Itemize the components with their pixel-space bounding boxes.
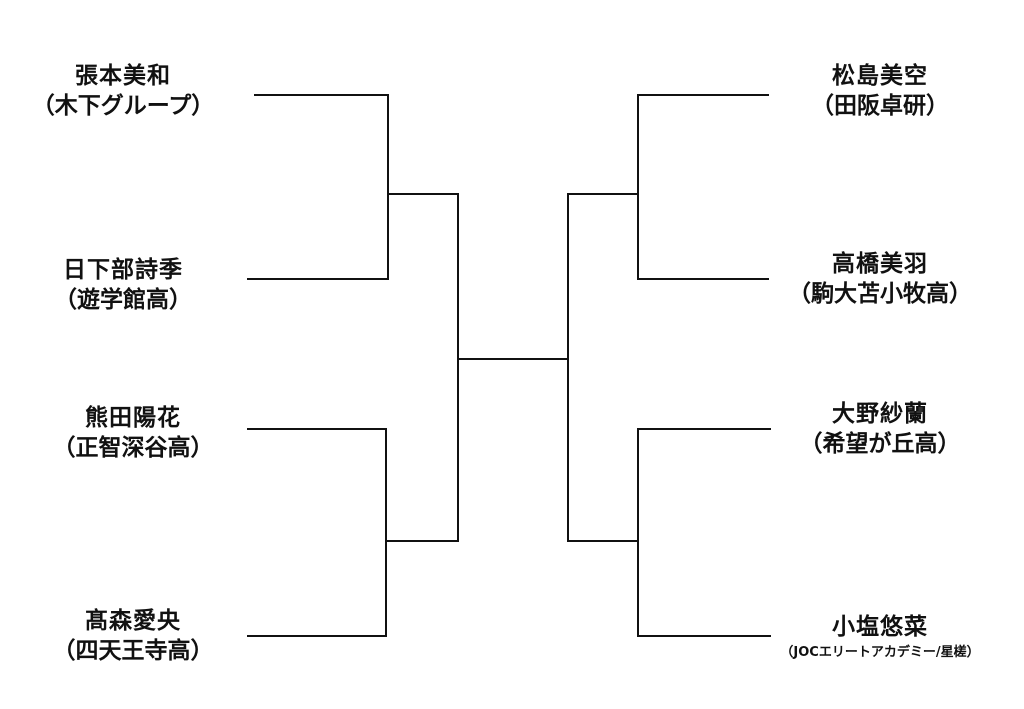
player-team: （遊学館高） bbox=[54, 286, 192, 313]
player-name: 高橋美羽 bbox=[832, 251, 928, 277]
right-player-1: 松島美空 （田阪卓研） bbox=[770, 62, 990, 122]
player-team: （四天王寺高） bbox=[52, 637, 214, 664]
player-team: （正智深谷高） bbox=[52, 434, 214, 461]
left-match-1-line bbox=[247, 94, 389, 280]
right-match-2-line bbox=[637, 428, 771, 637]
player-team: （駒大苫小牧高） bbox=[788, 280, 972, 307]
right-match-1-line bbox=[637, 94, 769, 280]
left-player-1: 張本美和 （木下グループ） bbox=[13, 62, 233, 122]
player-team: （木下グループ） bbox=[31, 92, 215, 119]
left-player-2: 日下部詩季 （遊学館高） bbox=[13, 256, 233, 316]
player-name: 熊田陽花 bbox=[85, 405, 181, 431]
right-semifinal-line bbox=[567, 193, 639, 542]
player-name: 小塩悠菜 bbox=[832, 614, 928, 640]
player-name: 張本美和 bbox=[75, 63, 171, 89]
player-team: （JOCエリートアカデミー/星槎） bbox=[780, 644, 980, 660]
left-player-3: 熊田陽花 （正智深谷高） bbox=[23, 404, 243, 464]
player-team: （希望が丘高） bbox=[799, 430, 961, 457]
left-player-4: 髙森愛央 （四天王寺高） bbox=[23, 607, 243, 667]
right-player-3: 大野紗蘭 （希望が丘高） bbox=[770, 400, 990, 460]
right-player-2: 高橋美羽 （駒大苫小牧高） bbox=[770, 250, 990, 310]
player-name: 日下部詩季 bbox=[63, 257, 183, 283]
left-semifinal-line bbox=[385, 193, 459, 542]
player-team: （田阪卓研） bbox=[811, 92, 949, 119]
left-match-2-line bbox=[247, 428, 387, 637]
player-name: 松島美空 bbox=[832, 63, 928, 89]
player-name: 髙森愛央 bbox=[85, 608, 181, 634]
player-name: 大野紗蘭 bbox=[832, 401, 928, 427]
right-player-4: 小塩悠菜 （JOCエリートアカデミー/星槎） bbox=[770, 613, 990, 662]
